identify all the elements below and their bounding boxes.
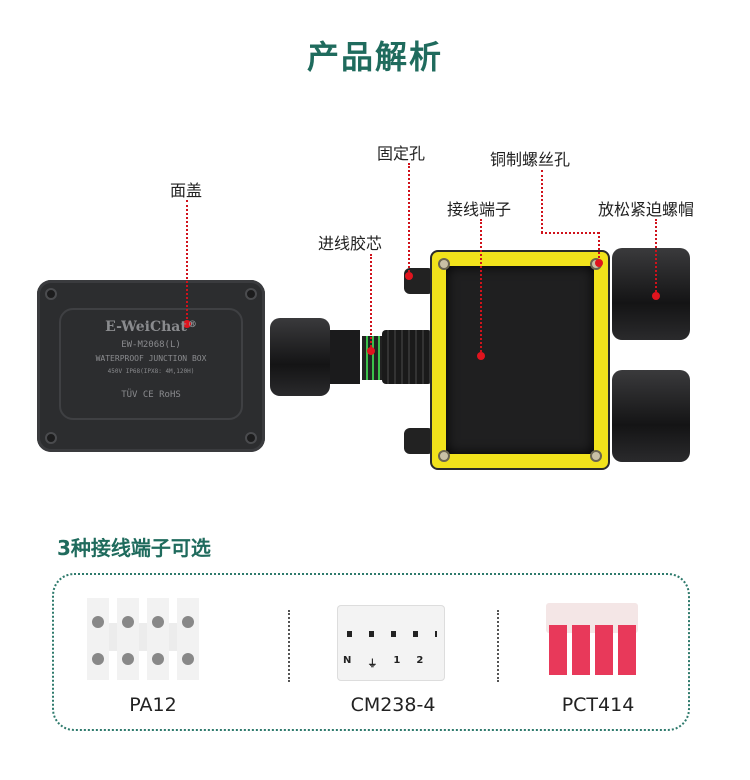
callout-inlet-core: 进线胶芯 [318, 234, 383, 253]
pin-label: ⏚ [367, 659, 378, 670]
cover-image: E-WeiChat® EW-M2068(L) WATERPROOF JUNCTI… [37, 280, 265, 452]
cover-model: EW-M2068(L) [121, 340, 181, 350]
option-label-pa12: PA12 [129, 694, 177, 716]
pin-label: 2 [416, 655, 424, 666]
cover-brand: E-WeiChat [105, 319, 187, 335]
terminal-pct414-image [546, 603, 638, 675]
fixing-tab [404, 428, 434, 454]
pin-label: 1 [393, 655, 401, 666]
cable-gland-left [270, 318, 330, 396]
pin-label: N [343, 655, 352, 666]
registered-mark: ® [187, 320, 197, 330]
callout-terminal: 接线端子 [447, 200, 512, 219]
callout-cover: 面盖 [170, 181, 203, 200]
terminal-cm238-4-image: N ⏚ 1 2 [337, 605, 445, 681]
terminal-pa12-image [87, 598, 199, 680]
thread [382, 330, 432, 384]
cable-gland-right-bottom [612, 370, 690, 462]
callout-lock-nut: 放松紧迫螺帽 [598, 200, 695, 219]
cable-gland-right-top [612, 248, 690, 340]
section-heading: 3种接线端子可选 [57, 536, 211, 560]
options-frame [52, 573, 690, 731]
option-label-cm238-4: CM238-4 [350, 694, 436, 716]
junction-box [430, 250, 610, 470]
callout-fixing-hole: 固定孔 [377, 144, 426, 163]
cover-name: WATERPROOF JUNCTION BOX [95, 354, 207, 363]
option-label-pct414: PCT414 [561, 694, 635, 716]
cover-spec: 450V IP68(IPX8: 4M,120H) [107, 368, 195, 375]
inlet-core [362, 336, 382, 380]
gland-seal [330, 330, 360, 384]
cover-marks: TÜV CE RoHS [121, 390, 181, 400]
callout-copper-screw-hole: 铜制螺丝孔 [490, 150, 571, 169]
page-title: 产品解析 [306, 38, 443, 76]
